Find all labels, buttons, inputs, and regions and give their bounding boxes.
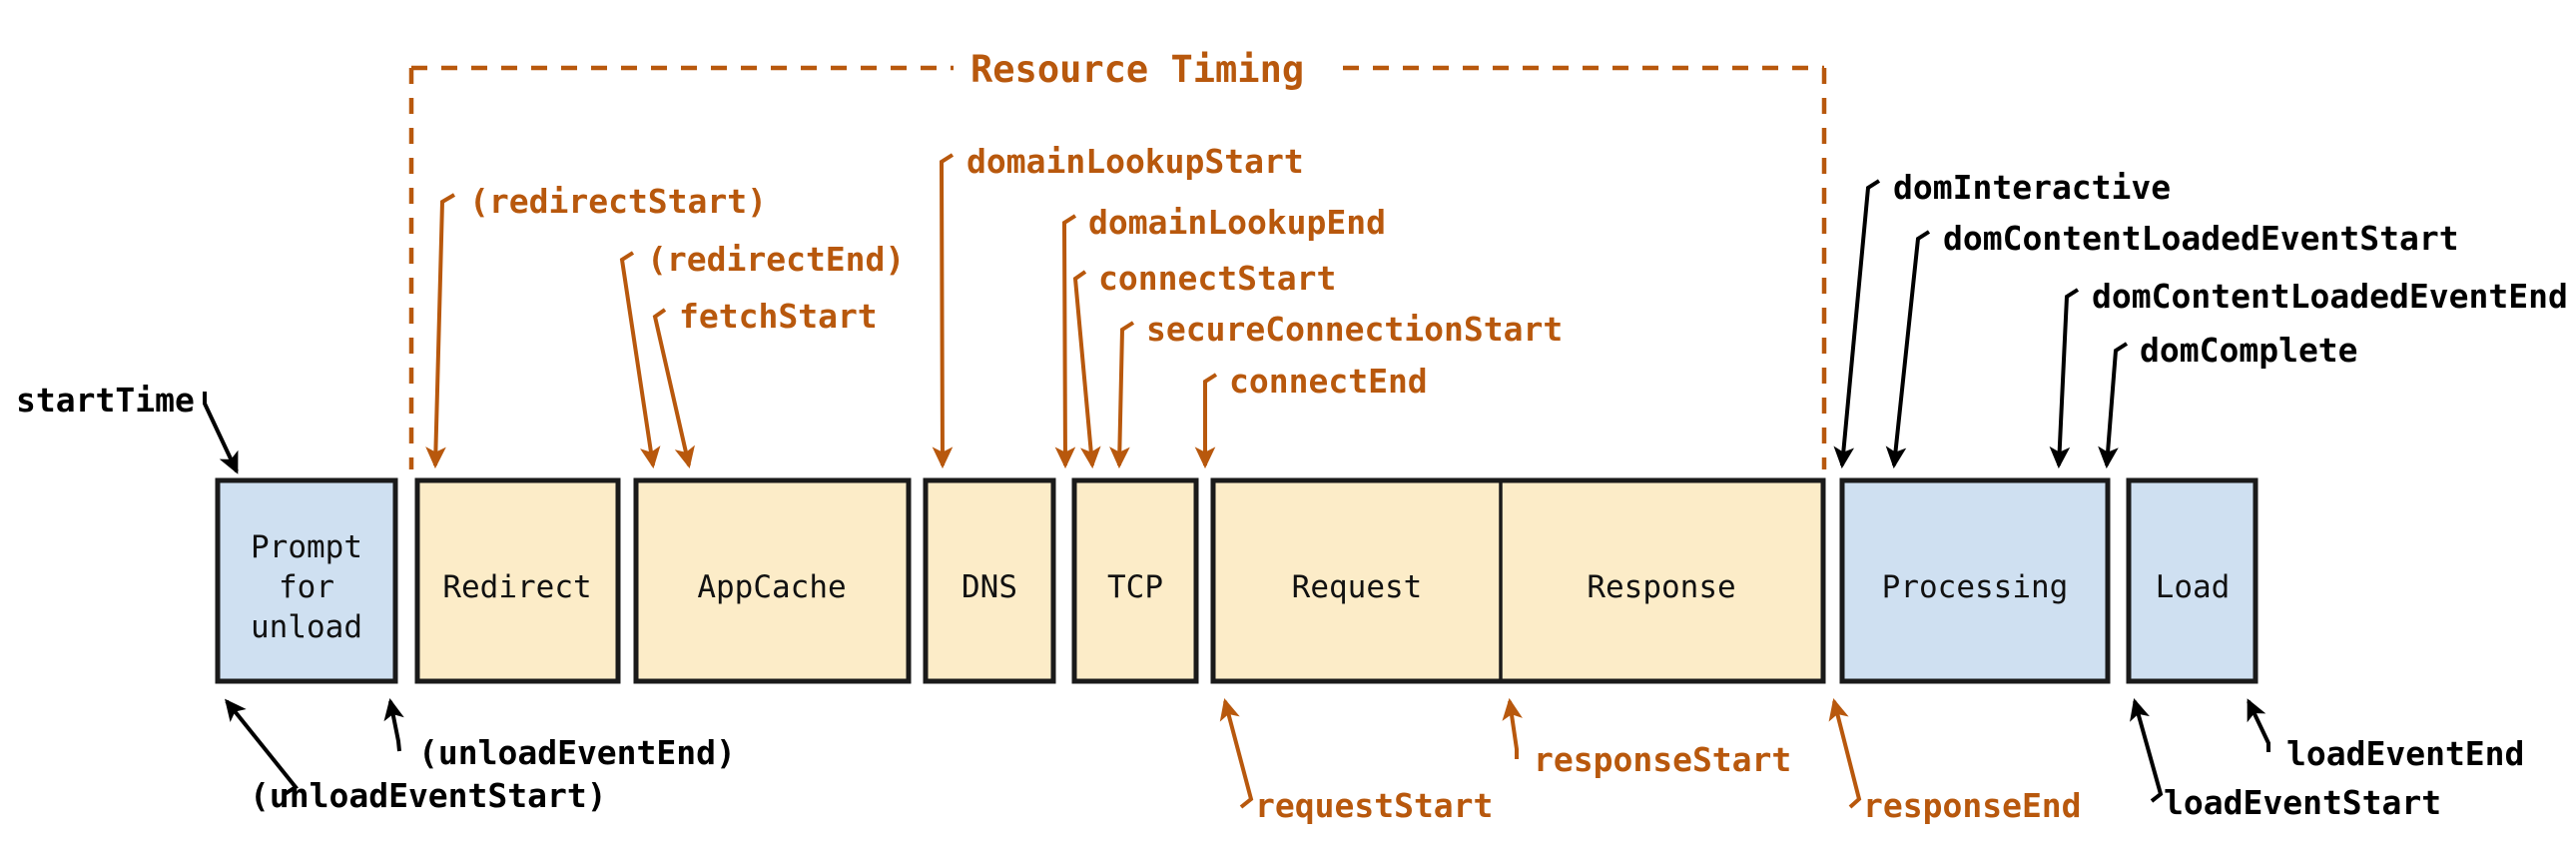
marker-domcontentloadedeventend-label: domContentLoadedEventEnd xyxy=(2092,277,2568,316)
phase-box-processing[interactable]: Processing xyxy=(1839,477,2111,684)
marker-dominteractive: domInteractive xyxy=(1833,168,2171,469)
phase-box-prompt-for-unload-label-line2: for xyxy=(279,569,334,605)
marker-domcontentloadedeventstart-label: domContentLoadedEventStart xyxy=(1943,219,2459,258)
phase-box-appcache[interactable]: AppCache xyxy=(633,477,912,684)
phase-box-dns-rect[interactable] xyxy=(923,477,1056,684)
marker-starttime-label: startTime xyxy=(16,381,195,420)
phase-boxes: Prompt for unload Redirect AppCache DNS … xyxy=(215,477,2258,684)
marker-loadeventstart-leader xyxy=(2130,698,2164,803)
marker-domcontentloadedeventend: domContentLoadedEventEnd xyxy=(2049,277,2568,469)
marker-domcontentloadedeventstart: domContentLoadedEventStart xyxy=(1885,219,2459,469)
marker-unloadeventend-label: (unloadEventEnd) xyxy=(418,733,736,772)
marker-dominteractive-label: domInteractive xyxy=(1893,168,2171,207)
phase-box-redirect-label: Redirect xyxy=(442,569,591,605)
marker-requeststart: requestStart xyxy=(1219,698,1493,825)
marker-starttime-leader xyxy=(203,392,239,474)
marker-redirectend-label: (redirectEnd) xyxy=(647,240,905,279)
phase-box-request-response: Request Response xyxy=(1210,477,1826,684)
marker-unloadeventstart-leader xyxy=(225,698,299,796)
marker-fetchstart: fetchStart xyxy=(652,297,878,469)
marker-secureconnectionstart: secureConnectionStart xyxy=(1109,310,1563,469)
marker-redirectend: (redirectEnd) xyxy=(619,240,905,469)
marker-redirectstart-label: (redirectStart) xyxy=(469,182,767,221)
marker-loadeventend-leader xyxy=(2247,698,2270,752)
marker-redirectend-leader xyxy=(619,251,661,469)
marker-domcontentloadedeventstart-leader xyxy=(1885,230,1931,469)
phase-box-dns[interactable]: DNS xyxy=(923,477,1056,684)
marker-domcomplete-leader xyxy=(2098,342,2129,469)
resource-timing-label: Resource Timing xyxy=(970,48,1304,91)
marker-redirectstart-leader xyxy=(425,193,456,469)
marker-secureconnectionstart-leader xyxy=(1109,321,1135,469)
marker-domainlookupstart: domainLookupStart xyxy=(932,142,1304,469)
marker-domainlookupstart-leader xyxy=(932,153,955,469)
marker-fetchstart-label: fetchStart xyxy=(679,297,878,336)
marker-connectstart-leader xyxy=(1072,270,1101,469)
marker-responsestart: responseStart xyxy=(1502,697,1791,779)
phase-box-response-label: Response xyxy=(1587,569,1735,605)
phase-box-redirect[interactable]: Redirect xyxy=(414,477,621,684)
phase-box-prompt-for-unload-rect[interactable] xyxy=(215,477,398,684)
marker-domcomplete: domComplete xyxy=(2098,331,2358,469)
phase-box-prompt-for-unload-label-line3: unload xyxy=(251,609,362,645)
marker-unloadeventstart: (unloadEventStart) xyxy=(225,698,607,815)
marker-requeststart-label: requestStart xyxy=(1255,786,1493,825)
marker-responsestart-label: responseStart xyxy=(1534,740,1791,779)
phase-box-appcache-rect[interactable] xyxy=(633,477,912,684)
marker-secureconnectionstart-label: secureConnectionStart xyxy=(1146,310,1563,349)
marker-unloadeventstart-label: (unloadEventStart) xyxy=(250,776,607,815)
phase-box-prompt-for-unload[interactable]: Prompt for unload xyxy=(215,477,398,684)
marker-connectend-label: connectEnd xyxy=(1229,362,1428,401)
marker-fetchstart-leader xyxy=(652,308,695,469)
marker-connectstart-label: connectStart xyxy=(1098,259,1336,298)
phase-box-processing-rect[interactable] xyxy=(1839,477,2111,684)
marker-domainlookupend-label: domainLookupEnd xyxy=(1088,203,1386,242)
marker-responseend-leader xyxy=(1828,697,1862,809)
marker-requeststart-leader xyxy=(1219,698,1254,809)
marker-domcomplete-label: domComplete xyxy=(2140,331,2358,370)
phase-box-redirect-rect[interactable] xyxy=(414,477,621,684)
marker-connectend: connectEnd xyxy=(1194,362,1428,469)
phase-box-prompt-for-unload-label-line1: Prompt xyxy=(251,529,362,565)
marker-starttime: startTime xyxy=(16,381,239,474)
resource-timing-bracket: Resource Timing xyxy=(408,48,1827,469)
marker-loadeventend-label: loadEventEnd xyxy=(2286,734,2524,773)
phase-box-appcache-label: AppCache xyxy=(697,569,846,605)
marker-connectend-leader xyxy=(1194,373,1218,469)
marker-responseend: responseEnd xyxy=(1828,697,2082,825)
phase-box-load-label: Load xyxy=(2156,569,2231,605)
marker-domcontentloadedeventend-leader xyxy=(2049,288,2080,469)
phase-box-load-rect[interactable] xyxy=(2126,477,2258,684)
marker-domainlookupstart-label: domainLookupStart xyxy=(966,142,1304,181)
marker-unloadeventend-leader xyxy=(383,697,404,752)
marker-loadeventstart: loadEventStart xyxy=(2130,698,2441,822)
phase-box-request-response-rect[interactable] xyxy=(1210,477,1826,684)
phase-box-tcp[interactable]: TCP xyxy=(1071,477,1199,684)
marker-redirectstart: (redirectStart) xyxy=(425,182,767,469)
marker-responseend-label: responseEnd xyxy=(1863,786,2082,825)
marker-domainlookupend: domainLookupEnd xyxy=(1054,203,1386,469)
phase-box-tcp-label: TCP xyxy=(1107,569,1163,605)
marker-loadeventstart-label: loadEventStart xyxy=(2164,783,2441,822)
marker-unloadeventend: (unloadEventEnd) xyxy=(383,697,736,772)
marker-responsestart-leader xyxy=(1502,697,1523,759)
marker-loadeventend: loadEventEnd xyxy=(2247,698,2524,773)
phase-box-tcp-rect[interactable] xyxy=(1071,477,1199,684)
phase-box-dns-label: DNS xyxy=(962,569,1017,605)
marker-dominteractive-leader xyxy=(1833,179,1881,469)
phase-box-processing-label: Processing xyxy=(1882,569,2069,605)
marker-domainlookupend-leader xyxy=(1054,214,1077,469)
phase-box-request-label: Request xyxy=(1292,569,1423,605)
marker-connectstart: connectStart xyxy=(1072,259,1336,469)
phase-box-load[interactable]: Load xyxy=(2126,477,2258,684)
